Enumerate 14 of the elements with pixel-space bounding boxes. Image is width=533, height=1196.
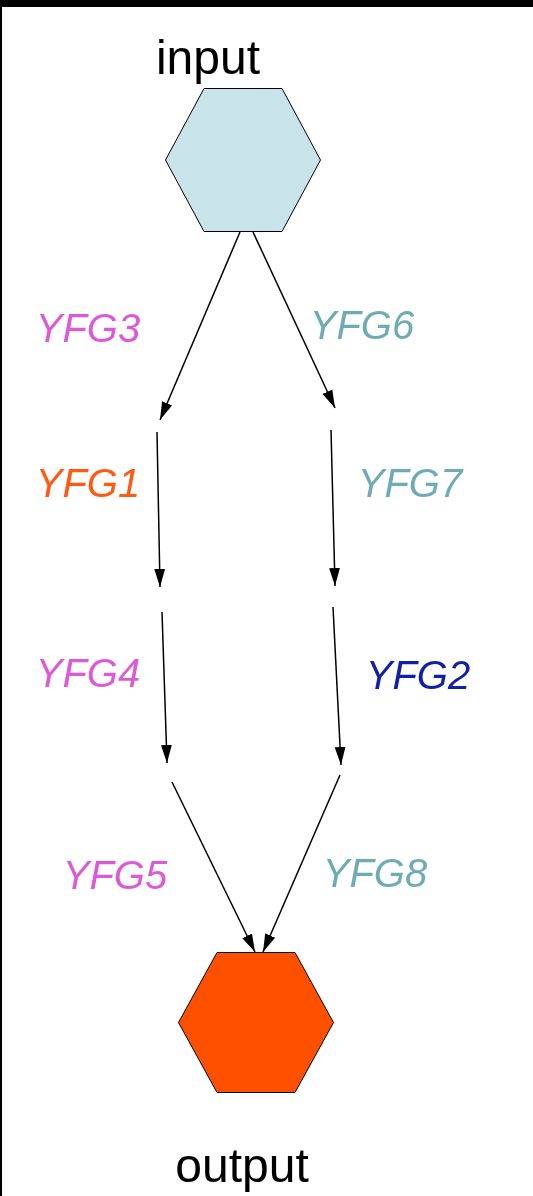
edge-label: YFG5 bbox=[62, 855, 168, 895]
node-label: output bbox=[175, 1142, 309, 1190]
node-label: input bbox=[155, 34, 261, 82]
arrow bbox=[171, 781, 256, 953]
edge-label: YFG8 bbox=[322, 853, 428, 893]
arrow bbox=[159, 231, 241, 421]
arrow-label: YFG1 bbox=[35, 463, 141, 503]
arrow-label: YFG7 bbox=[357, 463, 463, 503]
arrow-label: YFG4 bbox=[35, 653, 141, 693]
edge-label: YFG6 bbox=[309, 305, 415, 345]
edge-label: YFG3 bbox=[35, 308, 141, 348]
arrow bbox=[262, 774, 341, 953]
arrow bbox=[252, 231, 336, 409]
arrow-label: YFG2 bbox=[365, 655, 471, 695]
